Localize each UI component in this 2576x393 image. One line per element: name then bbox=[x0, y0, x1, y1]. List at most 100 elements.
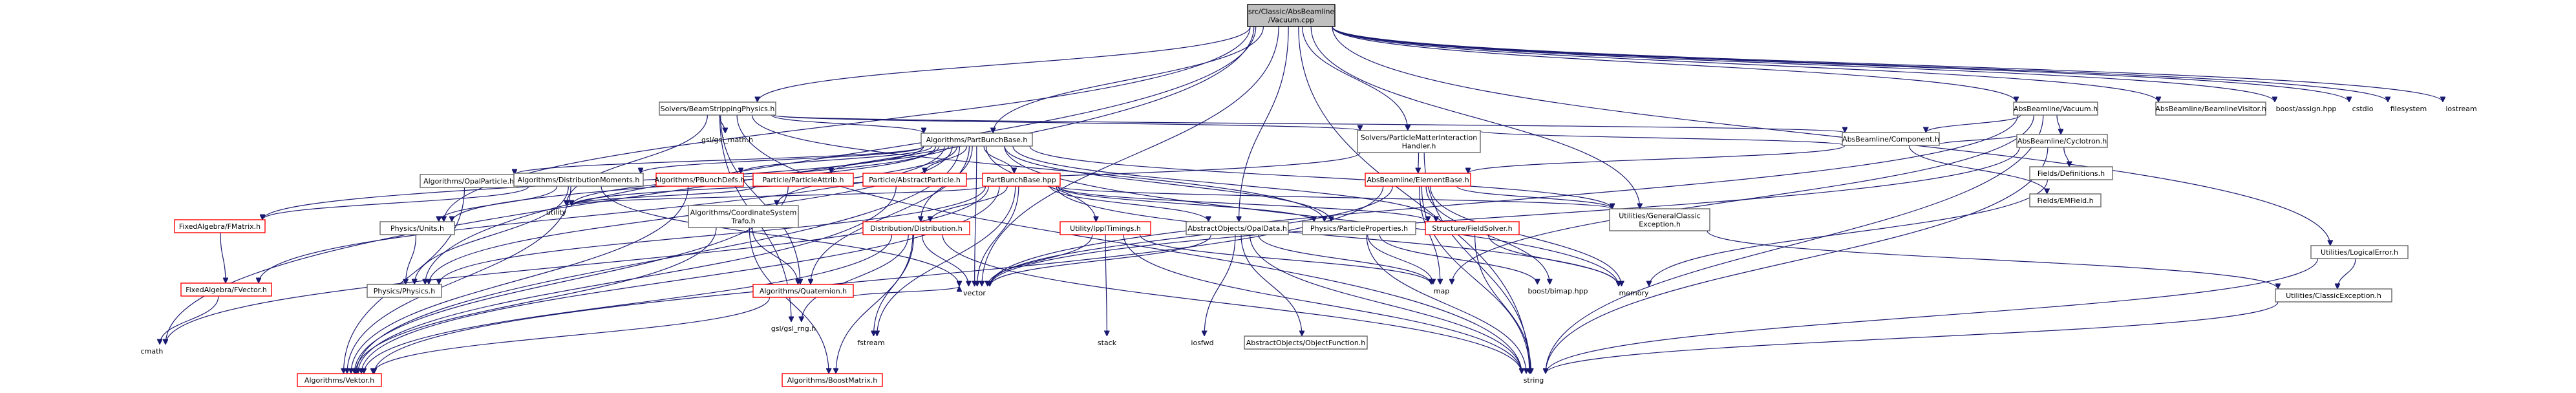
node-objectfunction[interactable]: AbstractObjects/ObjectFunction.h bbox=[1244, 335, 1368, 350]
edge-distmoments-to-vektor bbox=[347, 186, 571, 374]
edge-particleprops-to-map bbox=[1367, 234, 1433, 284]
node-boostmatrix[interactable]: Algorithms/BoostMatrix.h bbox=[782, 373, 883, 387]
node-box bbox=[174, 219, 266, 233]
node-particleprops[interactable]: Physics/ParticleProperties.h bbox=[1302, 221, 1416, 235]
node-component-h[interactable]: AbsBeamline/Component.h bbox=[1842, 132, 1940, 146]
node-box bbox=[2310, 245, 2409, 259]
edge-partbunchbase-hpp-to-distribution bbox=[930, 186, 1008, 222]
node-fvector[interactable]: FixedAlgebra/FVector.h bbox=[180, 282, 272, 297]
edge-solvers-bsp-to-partbunchbase-h bbox=[771, 114, 924, 134]
node-ipltimings[interactable]: Utility/IpplTimings.h bbox=[1059, 221, 1151, 235]
edge-quaternion-to-vector bbox=[850, 286, 959, 298]
node-root[interactable]: src/Classic/AbsBeamline/Vacuum.cpp bbox=[1247, 4, 1336, 27]
node-label: AbstractObjects/ObjectFunction.h bbox=[1246, 339, 1366, 347]
node-label: src/Classic/AbsBeamline bbox=[1248, 8, 1335, 16]
node-label: AbsBeamline/Cyclotron.h bbox=[2017, 137, 2107, 145]
node-fieldsolver[interactable]: Structure/FieldSolver.h bbox=[1425, 221, 1520, 235]
node-box bbox=[752, 284, 854, 298]
edge-root-to-boost-assign bbox=[1332, 26, 2275, 103]
node-box bbox=[297, 373, 382, 387]
node-partbunchbase-h[interactable]: Algorithms/PartBunchBase.h bbox=[921, 133, 1033, 147]
node-pmi-handler[interactable]: Solvers/ParticleMatterInteractionHandler… bbox=[1357, 130, 1481, 153]
node-box bbox=[659, 101, 776, 116]
node-label: FixedAlgebra/FVector.h bbox=[186, 286, 267, 294]
node-cstdio: cstdio bbox=[2352, 105, 2374, 113]
node-box bbox=[1244, 335, 1368, 350]
node-fields-emfield[interactable]: Fields/EMField.h bbox=[2029, 193, 2102, 207]
edge-coordsys-to-quaternion bbox=[752, 227, 798, 284]
edge-root-to-partbunchbase-h bbox=[993, 26, 1264, 133]
node-quaternion[interactable]: Algorithms/Quaternion.h bbox=[752, 284, 854, 298]
node-label: filesystem bbox=[2390, 105, 2427, 113]
node-solvers-bsp[interactable]: Solvers/BeamStrippingPhysics.h bbox=[659, 101, 776, 116]
node-cyclotron-h[interactable]: AbsBeamline/Cyclotron.h bbox=[2016, 134, 2108, 148]
edge-root-to-filesystem bbox=[1332, 26, 2388, 103]
edge-partbunchbase-h-to-fvector bbox=[259, 145, 945, 283]
node-label: Structure/FieldSolver.h bbox=[1432, 224, 1512, 233]
node-label: Fields/Definitions.h bbox=[2038, 169, 2105, 178]
node-iostream: iostream bbox=[2445, 105, 2476, 113]
edge-partbunchbase-hpp-to-physics-physics bbox=[439, 186, 986, 284]
node-elementbase[interactable]: AbsBeamline/ElementBase.h bbox=[1365, 173, 1471, 187]
node-physics-physics[interactable]: Physics/Physics.h bbox=[367, 284, 442, 298]
node-classicexc[interactable]: Utilities/ClassicException.h bbox=[2275, 288, 2392, 303]
node-label: Trafo.h bbox=[730, 217, 755, 226]
node-box bbox=[921, 133, 1033, 147]
node-partbunchbase-hpp[interactable]: PartBunchBase.hpp bbox=[982, 173, 1061, 187]
node-cmath: cmath bbox=[141, 347, 164, 356]
edge-partbunchbase-hpp-to-cmath bbox=[165, 186, 989, 345]
node-particleattrib[interactable]: Particle/ParticleAttrib.h bbox=[752, 173, 854, 187]
node-label: Algorithms/Quaternion.h bbox=[760, 287, 847, 295]
edge-distmoments-to-physics-units bbox=[439, 186, 558, 222]
edge-physics-units-to-physics-physics bbox=[406, 234, 417, 284]
edge-partbunchbase-hpp-to-vektor bbox=[361, 186, 1000, 374]
edge-particleprops-to-string bbox=[1366, 234, 1526, 374]
node-pbunchdefs[interactable]: Algorithms/PBunchDefs.h bbox=[655, 173, 745, 187]
node-physics-units[interactable]: Physics/Units.h bbox=[379, 221, 455, 235]
edge-coordsys-to-vektor bbox=[356, 227, 717, 374]
edge-particleprops-to-boost-bimap bbox=[1379, 234, 1537, 285]
edge-fmatrix-to-fvector bbox=[220, 232, 226, 283]
node-fmatrix[interactable]: FixedAlgebra/FMatrix.h bbox=[174, 219, 266, 233]
node-opalparticle[interactable]: Algorithms/OpalParticle.h bbox=[420, 174, 518, 188]
node-label: vector bbox=[963, 289, 986, 297]
edge-fieldsolver-to-string bbox=[1474, 234, 1531, 374]
node-label: stack bbox=[1098, 339, 1117, 347]
node-label: iostream bbox=[2445, 105, 2476, 113]
node-box bbox=[1365, 173, 1471, 187]
node-logicalerror[interactable]: Utilities/LogicalError.h bbox=[2310, 245, 2409, 259]
node-beamlinevisitor[interactable]: AbsBeamline/BeamlineVisitor.h bbox=[2155, 101, 2266, 116]
node-label: gsl/gsl_rng.h bbox=[771, 324, 816, 333]
node-box bbox=[982, 173, 1061, 187]
edge-partbunchbase-h-to-abstractparticle bbox=[924, 145, 968, 174]
node-label: boost/assign.hpp bbox=[2276, 105, 2337, 113]
edge-fields-defs-to-memory bbox=[1649, 179, 2049, 286]
node-box bbox=[1609, 208, 1710, 231]
node-distribution[interactable]: Distribution/Distribution.h bbox=[862, 221, 970, 235]
edge-partbunchbase-h-to-partbunchbase-hpp bbox=[983, 145, 1014, 174]
edge-ipltimings-to-vector bbox=[988, 234, 1093, 287]
node-fields-defs[interactable]: Fields/Definitions.h bbox=[2029, 166, 2113, 180]
node-label: boost/bimap.hpp bbox=[1528, 287, 1588, 295]
node-distmoments[interactable]: Algorithms/DistributionMoments.h bbox=[513, 173, 644, 187]
edge-pmi-handler-to-elementbase bbox=[1418, 152, 1419, 173]
node-vektor[interactable]: Algorithms/Vektor.h bbox=[297, 373, 382, 387]
edge-distribution-to-string bbox=[942, 234, 1522, 374]
node-box bbox=[1247, 4, 1336, 27]
edge-solvers-bsp-to-component-h bbox=[772, 114, 1845, 133]
node-vector: vector bbox=[963, 289, 986, 297]
edge-solvers-bsp-to-quaternion bbox=[720, 114, 800, 284]
edge-elementbase-to-vector bbox=[990, 186, 1393, 286]
edge-solvers-bsp-to-utility bbox=[566, 114, 708, 206]
node-opaldata[interactable]: AbstractObjects/OpalData.h bbox=[1186, 221, 1289, 235]
edge-root-to-string bbox=[1298, 26, 1529, 374]
node-label: Fields/EMField.h bbox=[2037, 197, 2093, 205]
edge-elementbase-to-boost-bimap bbox=[1425, 186, 1549, 284]
edge-distmoments-to-physics-physics bbox=[414, 186, 569, 284]
node-absbeamline-vacuum[interactable]: AbsBeamline/Vacuum.h bbox=[2013, 101, 2098, 116]
node-abstractparticle[interactable]: Particle/AbstractParticle.h bbox=[862, 173, 967, 187]
node-label: Algorithms/PartBunchBase.h bbox=[926, 136, 1028, 144]
edge-logicalerror-to-string bbox=[1546, 258, 2319, 374]
